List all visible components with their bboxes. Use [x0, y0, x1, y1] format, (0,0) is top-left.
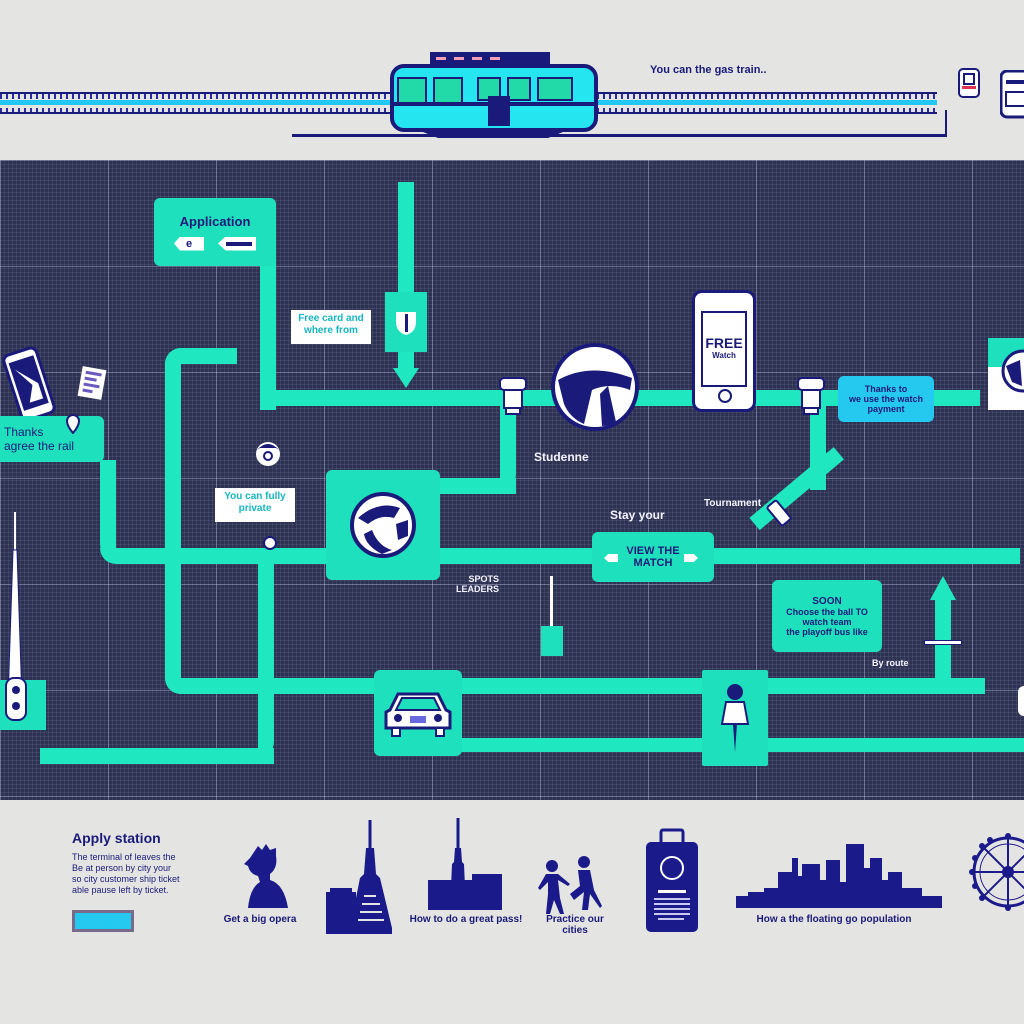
header-caption: You can the gas train..: [650, 64, 767, 76]
playoff-line-3: watch team: [802, 616, 852, 627]
route-diagram: Application e Free card and where from T…: [0, 160, 1024, 800]
playoff-card[interactable]: SOON Choose the ball TO watch team the p…: [772, 580, 882, 652]
application-title: Application: [179, 213, 251, 229]
tokyo-tower-icon: [326, 820, 392, 934]
luggage-tag-icon: [646, 828, 698, 932]
thanks-line-2: agree the rail: [4, 439, 75, 453]
pin-line: [550, 576, 553, 636]
pipe: [440, 478, 516, 494]
arrow-right-icon[interactable]: [684, 554, 698, 562]
station-label: Studenne: [534, 450, 589, 464]
pipe-clamp: [924, 640, 962, 645]
junction-node[interactable]: [263, 536, 277, 550]
payment-info-card[interactable]: Thanks to we use the watch payment: [838, 376, 934, 422]
view-match-line-2: MATCH: [633, 557, 673, 569]
payment-line-2: we use the watch: [848, 394, 924, 404]
byroute-label: By route: [872, 658, 909, 668]
ticket-machine-icon[interactable]: [958, 68, 980, 98]
footer-caption-4: How a the floating go population: [756, 914, 912, 925]
tournament-label: Tournament: [704, 498, 762, 509]
soccer-ball-icon: [350, 492, 416, 558]
payment-line-1: Thanks to: [864, 384, 908, 394]
soccer-ball-icon: [1001, 349, 1024, 393]
pipe: [165, 678, 985, 694]
info-bubble: You can fully private: [215, 488, 295, 522]
ground-post: [945, 110, 947, 136]
person-silhouette-icon: [244, 844, 288, 908]
book-marker-icon[interactable]: [541, 626, 563, 656]
train-icon[interactable]: [388, 50, 600, 138]
pass-shield-card[interactable]: [385, 292, 427, 352]
footer-caption-2: How to do a great pass!: [409, 914, 523, 925]
pipe: [749, 447, 844, 531]
apply-title: Apply station: [72, 830, 161, 846]
pipe: [500, 400, 516, 490]
application-card[interactable]: Application e: [154, 198, 276, 266]
pipe: [100, 460, 116, 560]
back-button[interactable]: e: [174, 236, 204, 251]
free-watch-phone[interactable]: FREE Watch: [692, 290, 756, 412]
location-pin-icon: [66, 414, 80, 434]
arrow-left-icon[interactable]: [604, 554, 618, 562]
turnstile-icon[interactable]: [794, 376, 828, 416]
city-skyline-icon: [736, 844, 942, 908]
apply-body: The terminal of leaves the Be at person …: [72, 852, 180, 895]
person-card[interactable]: [702, 670, 768, 766]
turnstile-icon[interactable]: [496, 376, 530, 416]
free-title: FREE: [705, 335, 743, 351]
pipe: [260, 260, 276, 410]
free-subtitle: Watch: [712, 351, 736, 360]
rail-right: [597, 92, 937, 114]
spots-label: SPOTS LEADERS: [456, 574, 500, 594]
ticket-gate-icon[interactable]: [1000, 70, 1024, 120]
ground-line: [292, 134, 947, 137]
footer-caption-1: Get a big opera: [223, 914, 297, 925]
car-icon: [384, 692, 452, 737]
header: You can the gas train..: [0, 0, 1024, 160]
person-pin-icon: [720, 684, 750, 752]
tower-icon[interactable]: [0, 510, 46, 730]
stay-label: Stay your: [610, 508, 665, 522]
home-button-icon: [718, 389, 732, 403]
qr-note-icon: [77, 366, 107, 400]
soccer-ball-icon[interactable]: [550, 342, 640, 432]
pipe: [40, 748, 274, 764]
pipe: [165, 348, 237, 364]
arrow-left-icon[interactable]: [218, 236, 256, 251]
playoff-line-4: the playoff bus like: [786, 626, 868, 637]
edge-ball-card[interactable]: [988, 338, 1024, 410]
arrow-down-icon: [393, 368, 419, 388]
pipe: [100, 548, 1020, 564]
people-running-icon: [538, 856, 602, 914]
skytree-icon: [428, 818, 502, 910]
payment-line-3: payment: [867, 404, 905, 414]
playoff-line-2: Choose the ball TO: [786, 606, 868, 617]
apply-button[interactable]: Apply: [72, 910, 134, 932]
pipe: [165, 348, 181, 694]
avatar-icon: [256, 442, 280, 466]
info-bubble: Free card and where from: [291, 310, 371, 344]
footer-caption-3: Practice our cities: [546, 914, 604, 936]
match-ball-card[interactable]: [326, 470, 440, 580]
phone-icon[interactable]: [2, 346, 56, 422]
rail-left: [0, 92, 390, 114]
playoff-line-1: SOON: [812, 595, 842, 607]
car-card[interactable]: [374, 670, 462, 756]
arrow-up-icon: [930, 576, 956, 600]
shield-icon: [396, 312, 416, 335]
thanks-card[interactable]: Thanks agree the rail: [0, 416, 104, 462]
view-match-line-1: VIEW THE: [626, 545, 680, 557]
edge-tab[interactable]: [1018, 686, 1024, 716]
footer: Apply station The terminal of leaves the…: [0, 800, 1024, 1024]
ferris-wheel-icon: [969, 833, 1024, 911]
thanks-line-1: Thanks: [4, 425, 44, 439]
pipe: [935, 600, 951, 694]
pipe: [258, 548, 274, 758]
